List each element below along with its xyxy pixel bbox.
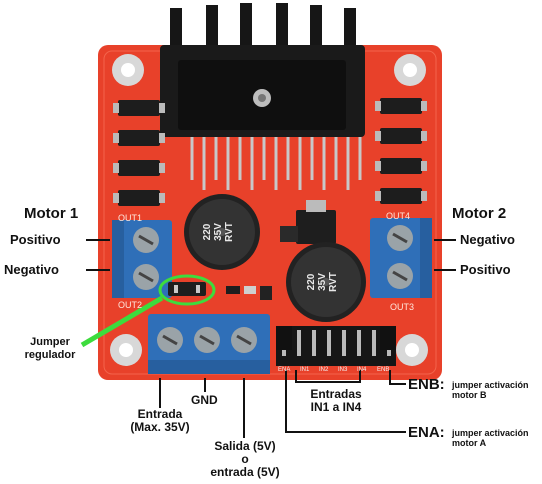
label-right-positive: Positivo bbox=[460, 262, 511, 277]
diodes-right bbox=[375, 98, 427, 204]
mounting-hole-br bbox=[396, 334, 428, 366]
label-ena-desc: jumper activación motor A bbox=[452, 428, 529, 448]
jumper-callout-line bbox=[80, 295, 164, 348]
label-enb-title: ENB: bbox=[408, 376, 445, 393]
label-ena-desc-line2: motor A bbox=[452, 438, 487, 448]
pin-label-in4: IN4 bbox=[357, 367, 367, 373]
label-motor1: Motor 1 bbox=[24, 205, 79, 222]
capacitor-1-value: 220 bbox=[202, 223, 213, 241]
label-jumper-line2: regulador bbox=[24, 349, 76, 361]
label-salida-line3: entrada (5V) bbox=[210, 465, 280, 479]
silk-out2: OUT2 bbox=[118, 300, 143, 310]
label-gnd: GND bbox=[191, 393, 218, 407]
silk-out4: OUT4 bbox=[386, 211, 411, 221]
label-ena-title: ENA: bbox=[408, 424, 445, 441]
silk-out3: OUT3 bbox=[390, 302, 415, 312]
pin-label-in1: IN1 bbox=[300, 367, 310, 373]
label-entrada: Entrada (Max. 35V) bbox=[118, 408, 202, 434]
callout-lines bbox=[86, 239, 456, 438]
capacitor-2-text: 220 35V RVT bbox=[306, 262, 339, 302]
terminal-motor1 bbox=[112, 220, 172, 298]
label-right-negative: Negativo bbox=[460, 232, 515, 247]
label-jumper-line1: Jumper bbox=[30, 336, 70, 348]
pin-label-ena: ENA bbox=[278, 367, 291, 373]
capacitor-1-text: 220 35V RVT bbox=[202, 212, 235, 252]
mounting-hole-tl bbox=[112, 54, 144, 86]
label-entradas-line1: Entradas bbox=[310, 387, 362, 401]
capacitor-1-voltage: 35V bbox=[213, 223, 224, 241]
mounting-hole-bl bbox=[110, 334, 142, 366]
jumper-highlight bbox=[158, 274, 216, 306]
capacitor-2-voltage: 35V bbox=[317, 273, 328, 291]
label-left-positive: Positivo bbox=[10, 232, 61, 247]
label-enb-desc-line1: jumper activación bbox=[452, 380, 529, 390]
label-entradas-line2: IN1 a IN4 bbox=[310, 400, 362, 414]
pin-label-enb: ENB bbox=[377, 367, 390, 373]
capacitor-2 bbox=[286, 242, 366, 322]
label-salida-line2: o bbox=[241, 452, 249, 466]
label-salida-line1: Salida (5V) bbox=[214, 439, 276, 453]
diodes-left bbox=[113, 100, 165, 206]
terminal-power bbox=[148, 314, 270, 374]
pin-label-in2: IN2 bbox=[319, 367, 329, 373]
pin-header bbox=[276, 326, 396, 366]
label-entradas: Entradas IN1 a IN4 bbox=[296, 388, 376, 414]
capacitor-1 bbox=[184, 194, 260, 270]
label-jumper: Jumper regulador bbox=[14, 336, 86, 362]
regulator-jumper bbox=[168, 282, 206, 296]
label-entrada-line2: (Max. 35V) bbox=[130, 420, 190, 434]
label-motor2: Motor 2 bbox=[452, 205, 507, 222]
heatsink bbox=[160, 3, 365, 137]
capacitor-1-brand: RVT bbox=[224, 222, 235, 242]
l298n-ic-legs bbox=[190, 137, 362, 190]
label-enb-desc-line2: motor B bbox=[452, 390, 487, 400]
silk-out1: OUT1 bbox=[118, 213, 143, 223]
mounting-hole-tr bbox=[394, 54, 426, 86]
pin-label-in3: IN3 bbox=[338, 367, 348, 373]
voltage-regulator bbox=[280, 200, 336, 244]
label-enb-desc: jumper activación motor B bbox=[452, 380, 529, 400]
label-salida: Salida (5V) o entrada (5V) bbox=[197, 440, 293, 479]
terminal-motor2 bbox=[370, 218, 432, 298]
label-left-negative: Negativo bbox=[4, 262, 59, 277]
capacitor-2-value: 220 bbox=[306, 273, 317, 291]
label-entrada-line1: Entrada bbox=[137, 407, 183, 421]
smd-components bbox=[226, 286, 272, 300]
label-ena-desc-line1: jumper activación bbox=[452, 428, 529, 438]
capacitor-2-brand: RVT bbox=[328, 272, 339, 292]
